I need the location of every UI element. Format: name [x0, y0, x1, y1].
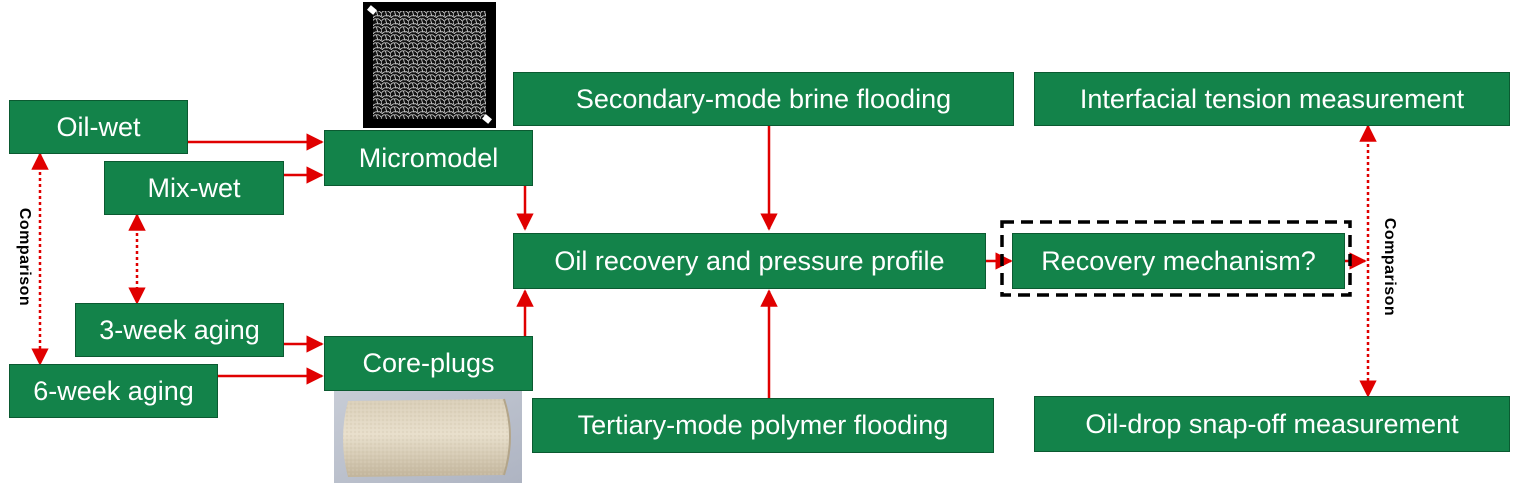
core-plug-image [334, 391, 522, 483]
node-interfacial-tension: Interfacial tension measurement [1034, 72, 1510, 126]
node-mix-wet: Mix-wet [104, 161, 284, 215]
node-oil-wet: Oil-wet [9, 100, 188, 154]
node-oil-drop-snap-off: Oil-drop snap-off measurement [1034, 396, 1510, 452]
node-3-week-aging: 3-week aging [75, 303, 284, 357]
comparison-label-left: Comparison [16, 207, 33, 307]
node-secondary-brine-flooding: Secondary-mode brine flooding [513, 72, 1014, 126]
node-recovery-mechanism: Recovery mechanism? [1012, 233, 1345, 289]
node-core-plugs: Core-plugs [324, 336, 533, 391]
node-oil-recovery-pressure: Oil recovery and pressure profile [513, 233, 986, 289]
node-micromodel: Micromodel [324, 130, 533, 186]
node-6-week-aging: 6-week aging [9, 364, 218, 418]
comparison-label-right: Comparison [1381, 217, 1398, 317]
micromodel-image [363, 2, 496, 128]
node-tertiary-polymer-flooding: Tertiary-mode polymer flooding [532, 398, 994, 453]
highlight-box [1000, 220, 1352, 297]
